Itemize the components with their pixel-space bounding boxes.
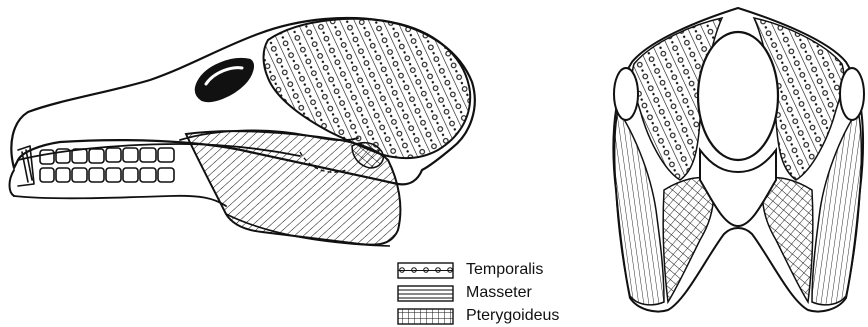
condyle-left xyxy=(614,68,638,120)
lower-jaw-bottom xyxy=(10,170,15,196)
legend-label-masseter: Masseter xyxy=(466,284,532,302)
upper-teeth xyxy=(40,148,174,164)
pterygoideus-muscle-frontal-left xyxy=(663,178,713,302)
frontal-skull-view xyxy=(613,8,864,312)
brain-case xyxy=(698,32,778,160)
lower-jaw-line xyxy=(14,196,226,206)
legend-label-temporalis: Temporalis xyxy=(466,261,543,279)
legend-swatch-pterygoideus xyxy=(398,309,453,324)
legend-swatches xyxy=(398,263,453,324)
eye-orbit xyxy=(196,59,253,101)
lower-teeth xyxy=(40,168,174,182)
incisors xyxy=(18,146,34,186)
condyle-right xyxy=(840,68,864,120)
pterygoideus-muscle-frontal-right xyxy=(763,178,813,302)
legend-label-pterygoideus: Pterygoideus xyxy=(466,307,559,325)
